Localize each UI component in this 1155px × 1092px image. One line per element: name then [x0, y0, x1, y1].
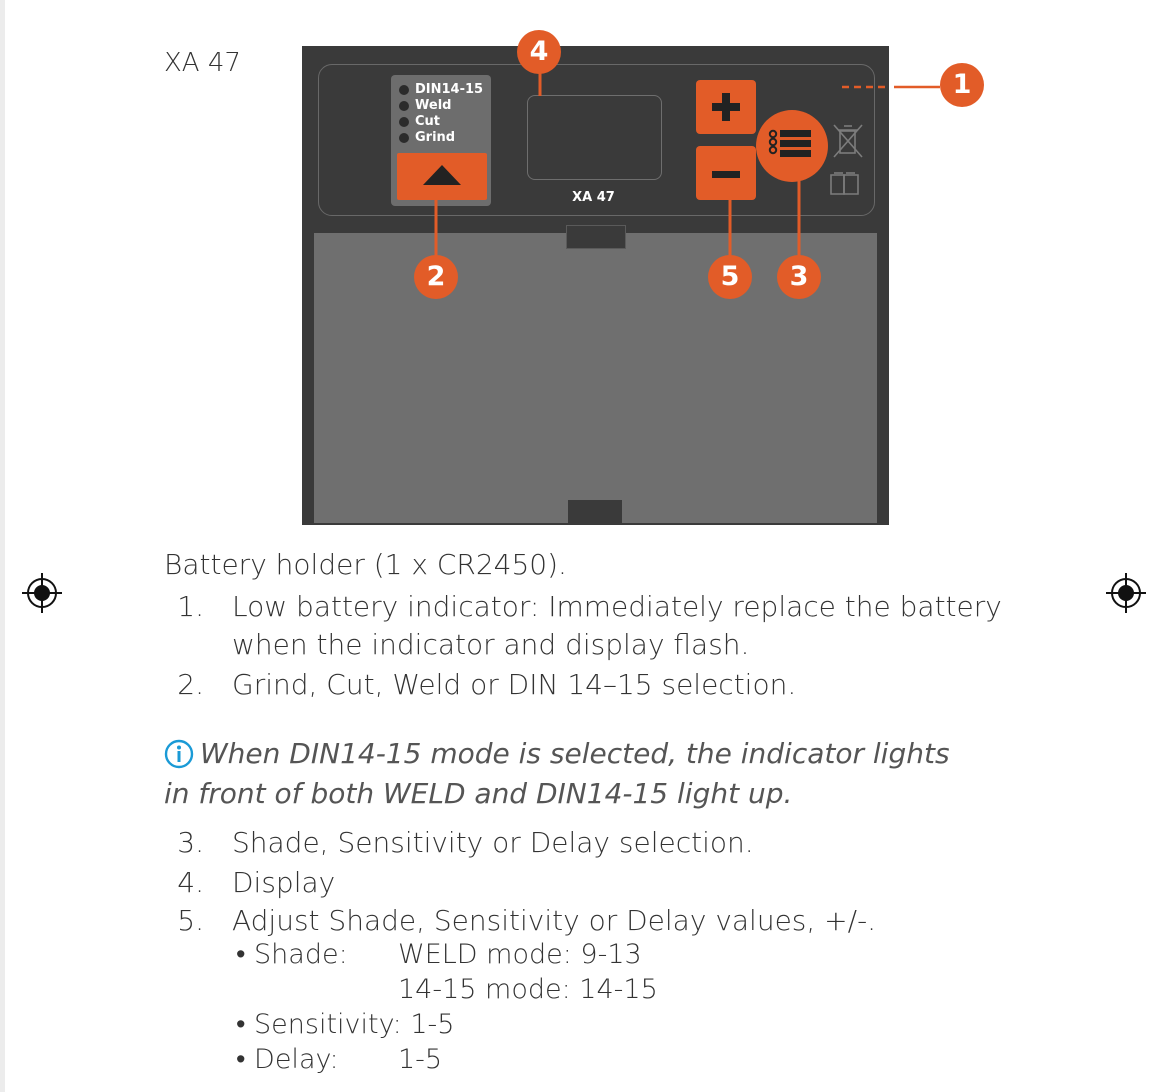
- callout-3: 3: [777, 255, 821, 299]
- note-line-1: When DIN14-15 mode is selected, the indi…: [200, 737, 950, 770]
- leader-line-2: [434, 198, 438, 258]
- leader-line-1: [842, 85, 940, 89]
- display-screen: [527, 95, 662, 180]
- info-icon: [164, 739, 194, 769]
- triangle-up-icon: [423, 165, 461, 185]
- minus-icon: [712, 171, 740, 178]
- leader-line-5: [728, 196, 732, 256]
- sensitivity-line: • Sensitivity: 1-5: [236, 1009, 455, 1040]
- mode-row: Grind: [399, 130, 455, 145]
- info-note: When DIN14-15 mode is selected, the indi…: [164, 734, 1064, 814]
- led-indicator: [399, 132, 409, 143]
- leader-line-4: [538, 70, 542, 96]
- list-text: Shade, Sensitivity or Delay selection.: [232, 826, 754, 859]
- delay-label: • Delay:: [236, 1044, 339, 1075]
- minus-button[interactable]: [696, 146, 756, 200]
- shade-value-din: 14-15 mode: 14-15: [398, 974, 658, 1005]
- list-number: 2.: [177, 668, 204, 701]
- list-text: Low battery indicator: Immediately repla…: [232, 590, 1002, 623]
- note-line-2: in front of both WELD and DIN14-15 light…: [164, 777, 793, 810]
- list-number: 3.: [177, 826, 204, 859]
- mode-row: Weld: [399, 98, 451, 113]
- list-menu-icon: [768, 129, 811, 157]
- leader-line-3: [797, 178, 801, 256]
- battery-latch-bottom: [568, 500, 622, 525]
- registration-mark-icon: [1106, 573, 1146, 613]
- shade-label: • Shade:: [236, 939, 348, 970]
- weee-bin-icon: [833, 124, 863, 158]
- mode-row: Cut: [399, 114, 440, 129]
- delay-value: 1-5: [398, 1044, 443, 1075]
- page-edge: [0, 0, 5, 1092]
- list-number: 5.: [177, 904, 204, 937]
- plus-icon-bar: [722, 93, 730, 121]
- list-number: 4.: [177, 866, 204, 899]
- mode-row: DIN14-15: [399, 82, 483, 97]
- led-indicator: [399, 116, 409, 127]
- list-text: Display: [232, 866, 336, 899]
- mode-select-button[interactable]: [397, 153, 487, 200]
- mode-label: DIN14-15: [415, 82, 484, 97]
- manual-book-icon: [830, 172, 859, 195]
- callout-4: 4: [517, 30, 561, 74]
- callout-5: 5: [708, 255, 752, 299]
- menu-select-button[interactable]: [756, 110, 828, 182]
- plus-button[interactable]: [696, 80, 756, 134]
- list-text: when the indicator and display flash.: [232, 628, 750, 661]
- led-indicator: [399, 100, 409, 111]
- list-text: Grind, Cut, Weld or DIN 14–15 selection.: [232, 668, 797, 701]
- list-text: Adjust Shade, Sensitivity or Delay value…: [232, 904, 877, 937]
- mode-label: Cut: [415, 114, 441, 129]
- led-indicator: [399, 84, 409, 95]
- panel-model-label: XA 47: [572, 190, 615, 205]
- callout-2: 2: [414, 255, 458, 299]
- mode-label: Weld: [415, 98, 452, 113]
- registration-mark-icon: [22, 573, 62, 613]
- mode-label: Grind: [415, 130, 456, 145]
- list-number: 1.: [177, 590, 204, 623]
- intro-paragraph: Battery holder (1 x CR2450).: [164, 548, 567, 581]
- battery-latch-top: [566, 225, 626, 249]
- callout-1: 1: [940, 63, 984, 107]
- shade-value-weld: WELD mode: 9-13: [398, 939, 642, 970]
- control-frame: [318, 64, 875, 216]
- model-label: XA 47: [164, 48, 241, 78]
